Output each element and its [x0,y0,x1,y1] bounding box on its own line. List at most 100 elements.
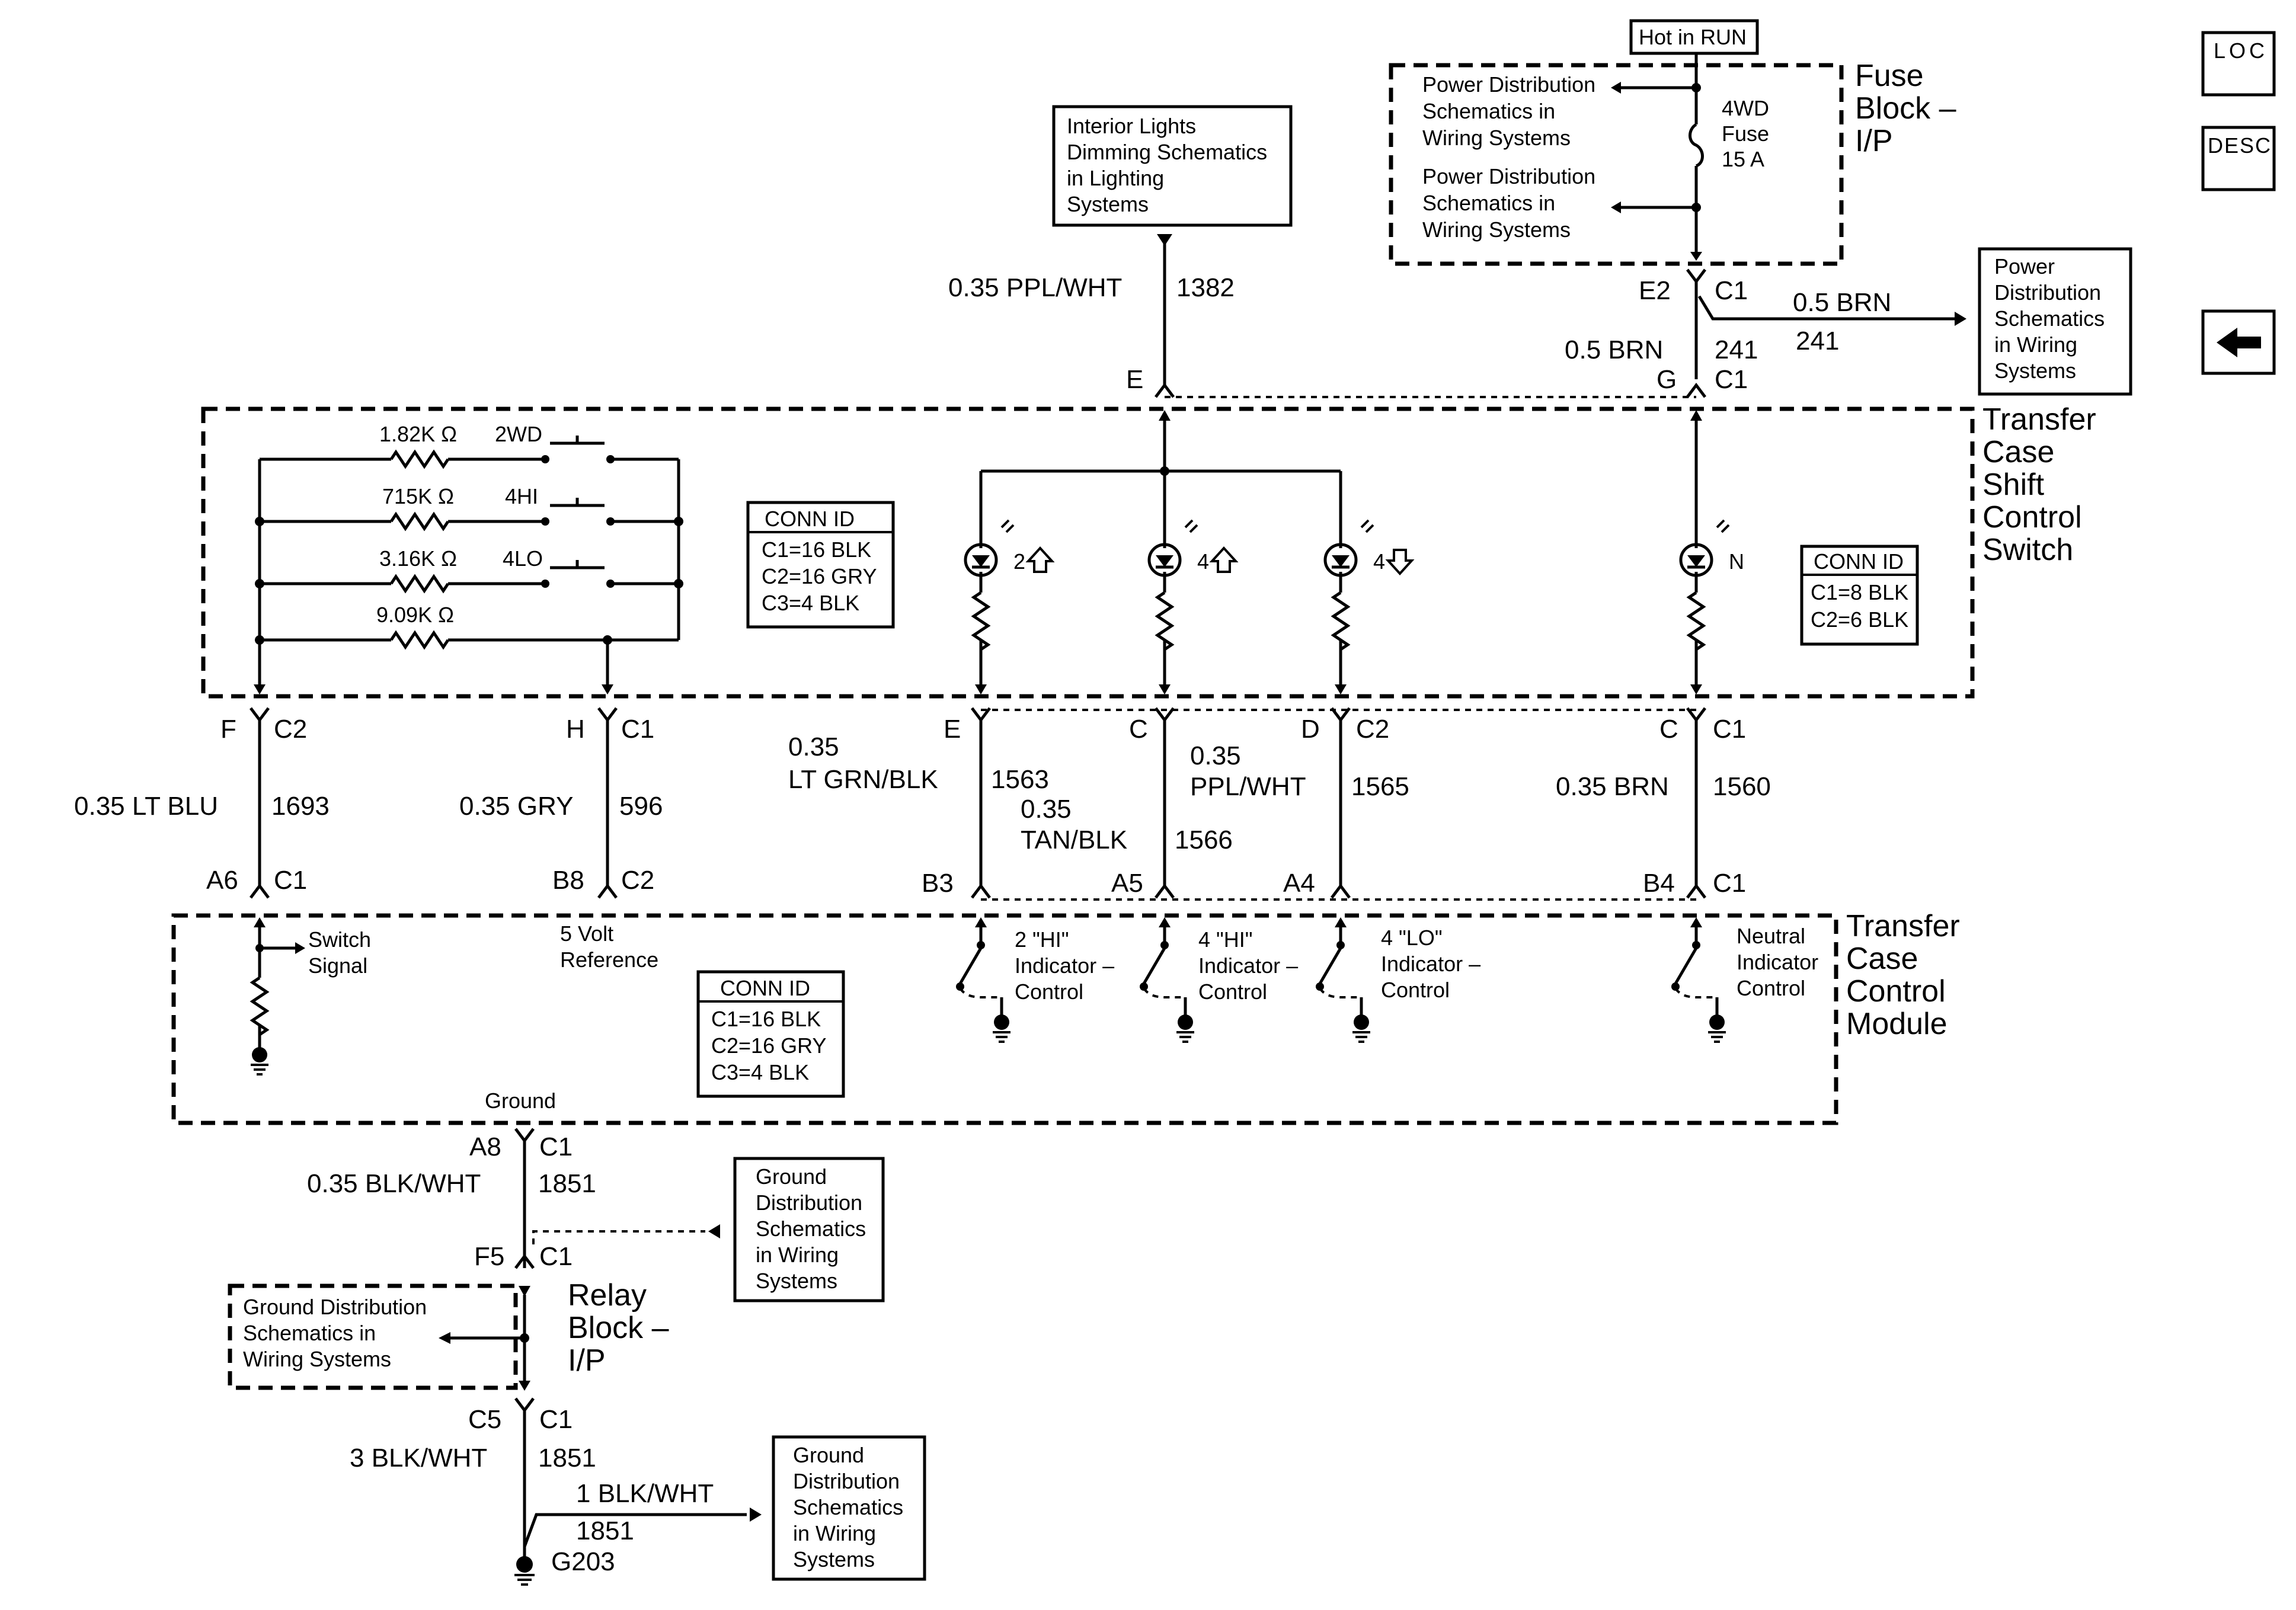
ground-icon [251,1047,268,1076]
resistor-icon [1331,591,1351,651]
resistor-icon [1686,591,1706,651]
dimming-line4: Systems [1067,192,1149,216]
five-volt-2: Reference [560,948,658,972]
dimming-line2: Dimming Schematics [1067,140,1267,164]
pd-right-2: Distribution [1994,280,2101,305]
pd-right-3: Schematics [1994,306,2105,331]
w3-circ: 1563 [991,765,1049,794]
switch-title5: Switch [1982,533,2073,567]
module-conn-line2: C2=16 GRY [711,1033,826,1058]
ind1-line2: Indicator – [1015,953,1114,978]
ind2-line3: Control [1198,980,1267,1004]
pin-c5: C5 [468,1405,501,1434]
conn1-line3: C3=4 BLK [762,591,859,615]
module-title4: Module [1846,1007,1948,1041]
desc-label: DESC [2208,133,2272,158]
module-conn-title: CONN ID [720,976,810,1000]
circ-1851-c: 1851 [576,1516,634,1545]
ind4-line3: Control [1737,976,1805,1000]
pin-a8: A8 [469,1132,501,1161]
up-arrow-icon [1209,546,1239,573]
pd-right-5: Systems [1994,359,2076,383]
conn1-title: CONN ID [765,507,855,531]
wire-3-blk-wht: 3 BLK/WHT [350,1443,487,1473]
dimming-box [1052,105,1293,227]
resistor-icon [389,511,450,532]
five-volt-1: 5 Volt [560,921,613,946]
w6-wire: 0.35 BRN [1556,772,1669,801]
w3-wire2: LT GRN/BLK [788,765,938,794]
wire-ppl-wht-1382: 0.35 PPL/WHT [948,273,1122,302]
led-4-up: 4 [1147,471,1239,694]
conn-c1-f5: C1 [539,1242,573,1271]
ind1-line3: Control [1015,980,1083,1004]
res-1: 1.82K Ω [379,422,457,446]
dimming-line1: Interior Lights [1067,114,1196,138]
gd2-5: Systems [793,1547,875,1571]
gd1-3: Schematics [756,1217,866,1241]
g203-label: G203 [551,1547,615,1576]
circ-241-right: 241 [1796,327,1839,356]
pd2-line1: Power Distribution [1422,164,1595,188]
w1-bot-conn: C1 [274,866,307,895]
ground-icon [514,1556,535,1586]
resistor-icon [389,449,450,469]
w2-circ: 596 [619,792,663,821]
gd2-3: Schematics [793,1495,903,1519]
resistor-icon [250,976,270,1036]
back-button[interactable] [2201,309,2276,375]
conn2-line2: C2=6 BLK [1811,607,1908,632]
desc-button[interactable]: DESC [2201,126,2276,191]
w6-bot-conn: C1 [1713,869,1746,898]
gd-box-1 [733,1157,885,1302]
pd-right-box [1978,247,2132,396]
gd1-2: Distribution [756,1190,862,1215]
w3-bot-pin: B3 [922,869,954,898]
fuse-line1: 4WD [1722,96,1769,120]
conn1-line2: C2=16 GRY [762,564,877,588]
relay-block-outline [228,1283,518,1390]
pd1-line3: Wiring Systems [1422,126,1571,150]
w6-top-conn: C1 [1713,715,1746,744]
fuse-block-outline [1389,63,1844,266]
pd-right-1: Power [1994,254,2055,279]
ind3-line1: 4 "LO" [1381,926,1443,950]
switch-signal-2: Signal [308,953,367,978]
circ-1382: 1382 [1176,273,1235,302]
gd2-4: in Wiring [793,1521,876,1545]
hot-in-run-box [1629,19,1759,55]
led-2-label: 2 [1013,549,1025,574]
gd-left-2: Schematics in [243,1321,376,1345]
led-4-down: 4 [1323,471,1415,694]
loc-button[interactable]: LOC [2201,31,2276,97]
w5-wire2: PPL/WHT [1190,772,1306,801]
module-conn-line1: C1=16 BLK [711,1007,821,1031]
conn-c1-fuse: C1 [1715,276,1748,305]
w6-bot-pin: B4 [1643,869,1675,898]
fuse-block-title1: Fuse [1855,59,1924,93]
relay-title-3: I/P [568,1343,606,1378]
ind3-line2: Indicator – [1381,952,1480,976]
switch-title1: Transfer [1982,402,2096,437]
fuse-line3: 15 A [1722,147,1764,171]
w2-top-pin: H [566,715,585,744]
loc-label: LOC [2214,39,2268,63]
fuse-line2: Fuse [1722,121,1769,146]
module-title3: Control [1846,974,1946,1009]
resistor-icon [389,574,450,594]
conn-id-module [696,970,845,1098]
wire-1-blk-wht: 1 BLK/WHT [576,1479,714,1508]
pin-e-dimming: E [1126,365,1143,394]
gd2-1: Ground [793,1443,864,1467]
pin-e2: E2 [1639,276,1671,305]
ind2-line2: Indicator – [1198,953,1298,978]
module-title1: Transfer [1846,909,1960,943]
pos-2wd: 2WD [495,422,542,446]
fuse-block-title2: Block – [1855,91,1956,126]
w2-bot-pin: B8 [552,866,584,895]
pd2-line3: Wiring Systems [1422,217,1571,242]
w5-top-pin: D [1301,715,1320,744]
ind3-line3: Control [1381,978,1450,1002]
conn-c1-c5: C1 [539,1405,573,1434]
w4-wire2: TAN/BLK [1021,825,1127,854]
